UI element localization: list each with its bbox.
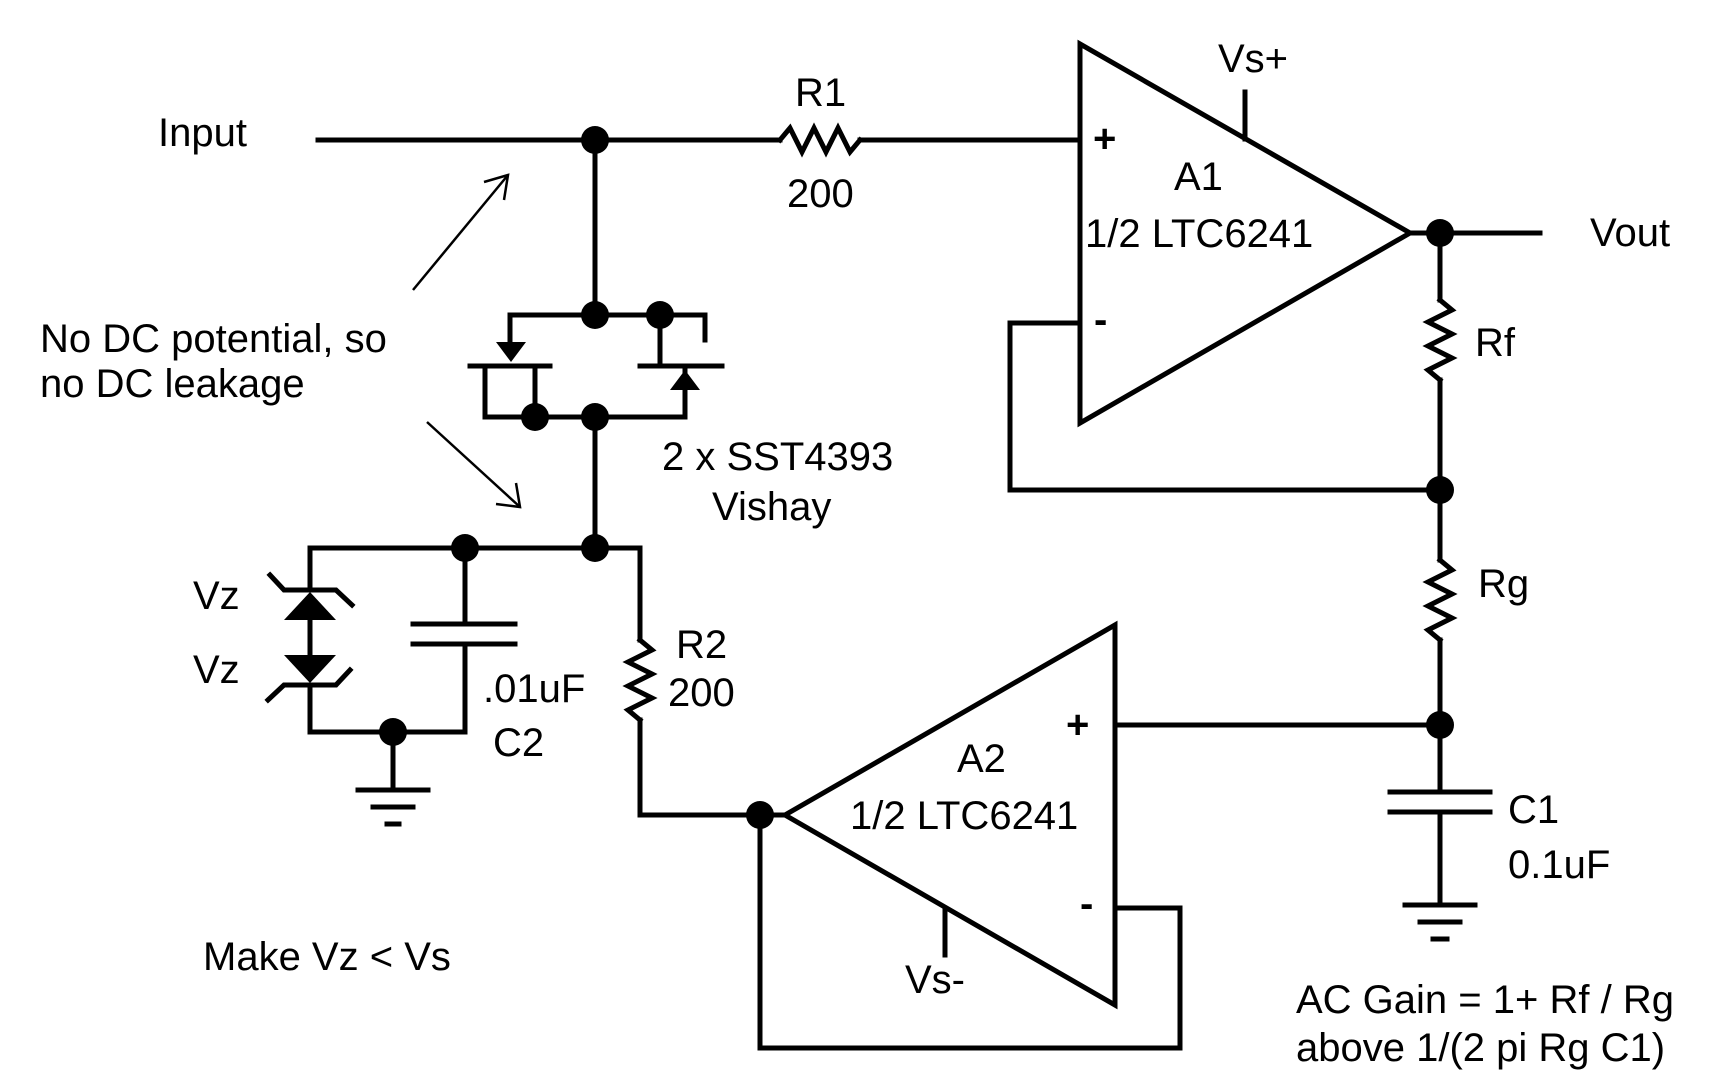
junction-ground-c2 [379,718,407,746]
resistor-r1 [776,122,1083,158]
label-rf: Rf [1475,321,1516,365]
ground-c1 [1402,902,1478,942]
junction-c2-top [451,534,479,562]
label-a2-plus: + [1066,703,1089,747]
capacitor-c2 [307,545,518,735]
junction-jfet-bottom-left [521,403,549,431]
a1-feedback-wire [1007,320,1443,493]
label-c2-value: .01uF [483,667,585,711]
annotation-arrow-up [412,173,510,291]
junction-input [581,126,609,154]
label-r1-name: R1 [795,71,846,115]
label-a1-minus: - [1094,298,1107,342]
label-r2-name: R2 [676,623,727,667]
label-vout: Vout [1590,211,1670,255]
opamp-a2 [779,620,1443,1010]
jfet-pair [467,137,725,551]
label-c2-name: C2 [493,721,544,765]
label-input: Input [158,111,247,155]
junction-a2-output [746,801,774,829]
junction-rf-rg [1426,476,1454,504]
label-a2-name: A2 [957,737,1006,781]
a2-feedback-wire [757,812,1183,1051]
label-r1-value: 200 [787,172,854,216]
label-c1-name: C1 [1508,788,1559,832]
label-vs-minus: Vs- [905,958,965,1002]
junction-jfet-top-right [646,301,674,329]
label-a2-minus: - [1080,882,1093,926]
resistor-r2 [622,636,788,818]
label-rg: Rg [1478,562,1529,606]
label-jfet-part: 2 x SST4393 [662,435,893,479]
junction-jfet-top [581,301,609,329]
label-vz-top: Vz [193,574,240,618]
resistor-rf [1422,230,1458,493]
note-line2: no DC leakage [40,362,305,406]
label-vz-bottom: Vz [193,648,240,692]
label-r2-value: 200 [668,671,735,715]
label-a1-name: A1 [1174,155,1223,199]
junction-vout [1426,219,1454,247]
make-vz-note: Make Vz < Vs [203,935,451,979]
capacitor-c1 [1387,722,1493,908]
label-a2-part: 1/2 LTC6241 [850,794,1078,838]
annotation-arrow-down [426,421,522,509]
junction-rg-c1 [1426,711,1454,739]
label-vs-plus: Vs+ [1218,37,1288,81]
label-c1-value: 0.1uF [1508,843,1610,887]
junction-jfet-bottom [581,403,609,431]
label-a1-plus: + [1093,117,1116,161]
note-line1: No DC potential, so [40,317,387,361]
gain-line2: above 1/(2 pi Rg C1) [1296,1026,1665,1070]
label-jfet-vendor: Vishay [712,485,831,529]
gain-line1: AC Gain = 1+ Rf / Rg [1296,978,1674,1022]
label-a1-part: 1/2 LTC6241 [1085,212,1313,256]
zener-diodes [264,545,356,735]
junction-lower-node [581,534,609,562]
resistor-rg [1422,487,1458,728]
